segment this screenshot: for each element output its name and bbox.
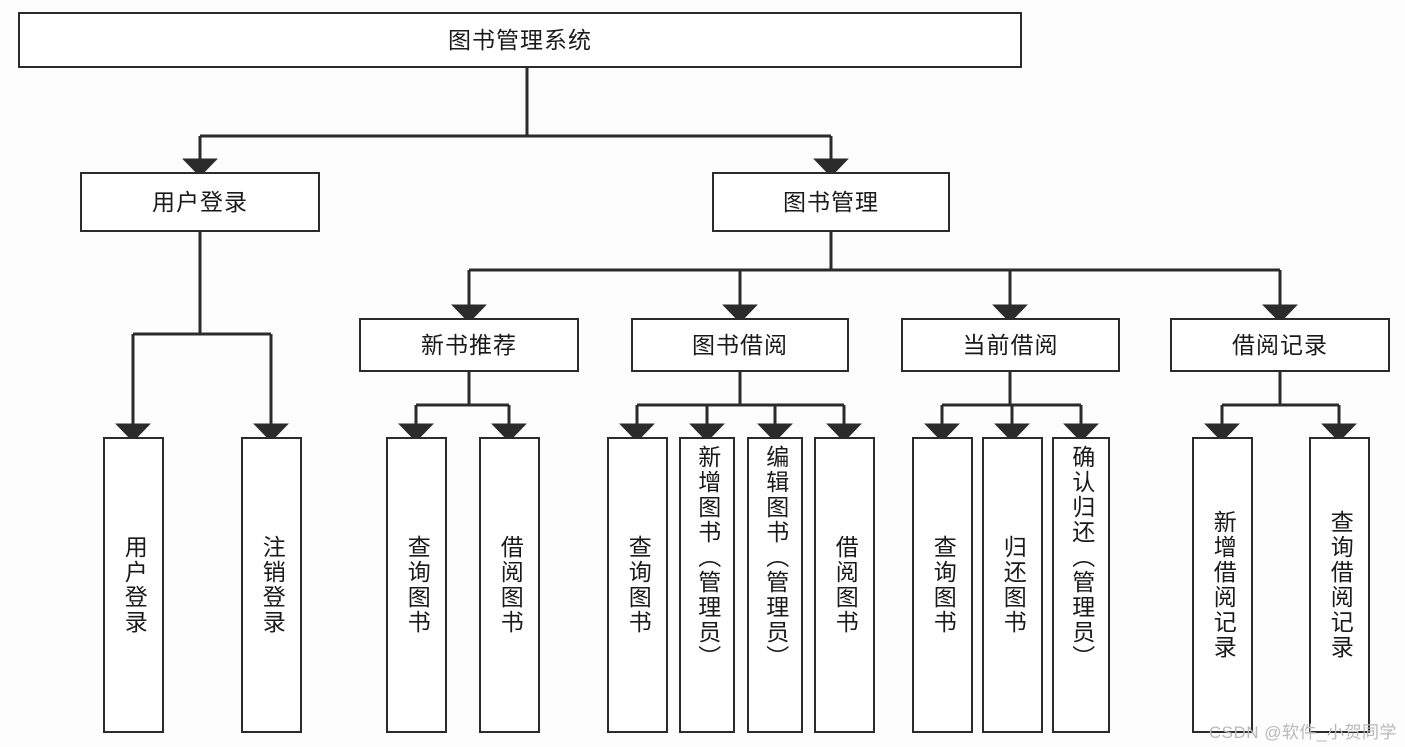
node-leaf-query-record-label: 查询借阅记录 [1327,510,1354,660]
edge-root-to-level2 [182,68,849,177]
node-leaf-confirm-return-label: 确认归还（管理员） [1068,445,1095,670]
node-new-book-rec-label: 新书推荐 [421,331,517,358]
node-leaf-edit-book[interactable]: 编辑图书（管理员） [747,437,803,733]
edge-newbook-to-leaves [398,372,527,442]
node-leaf-add-record-label: 新增借阅记录 [1210,510,1237,660]
node-book-manage-label: 图书管理 [783,188,879,215]
node-root[interactable]: 图书管理系统 [18,12,1022,68]
node-borrow-record[interactable]: 借阅记录 [1170,318,1390,372]
node-book-manage[interactable]: 图书管理 [712,172,950,232]
node-leaf-add-book[interactable]: 新增图书（管理员） [679,437,735,733]
node-user-login[interactable]: 用户登录 [80,172,320,232]
edge-userlogin-to-leaves [115,232,289,442]
node-leaf-query-book-1-label: 查询图书 [404,535,431,635]
node-leaf-user-login-label: 用户登录 [121,535,148,635]
node-leaf-query-book-3[interactable]: 查询图书 [912,437,973,733]
watermark-text: CSDN @软件_小贺同学 [1208,723,1397,742]
node-root-label: 图书管理系统 [448,26,592,53]
node-leaf-borrow-book-2-label: 借阅图书 [832,535,859,635]
node-leaf-add-record[interactable]: 新增借阅记录 [1192,437,1253,733]
edge-borrowrecord-to-leaves [1204,372,1357,442]
node-leaf-return-book-label: 归还图书 [1000,535,1027,635]
node-leaf-logout-label: 注销登录 [259,535,286,635]
node-leaf-confirm-return[interactable]: 确认归还（管理员） [1052,437,1110,733]
node-leaf-add-book-label: 新增图书（管理员） [694,445,721,670]
node-leaf-borrow-book-1-label: 借阅图书 [497,535,524,635]
edge-currentborrow-to-leaves [924,372,1099,442]
node-leaf-query-book-3-label: 查询图书 [930,535,957,635]
node-user-login-label: 用户登录 [152,188,248,215]
edge-bookborrow-to-leaves [619,372,862,442]
node-current-borrow[interactable]: 当前借阅 [901,318,1120,372]
node-book-borrow[interactable]: 图书借阅 [631,318,849,372]
node-leaf-user-login[interactable]: 用户登录 [103,437,164,733]
node-leaf-return-book[interactable]: 归还图书 [982,437,1043,733]
node-new-book-rec[interactable]: 新书推荐 [359,318,579,372]
node-leaf-query-book-2[interactable]: 查询图书 [607,437,668,733]
edge-bookmanage-to-level3 [451,232,1298,323]
node-borrow-record-label: 借阅记录 [1232,331,1328,358]
node-leaf-edit-book-label: 编辑图书（管理员） [762,445,789,670]
node-leaf-query-book-1[interactable]: 查询图书 [386,437,447,733]
node-leaf-query-record[interactable]: 查询借阅记录 [1309,437,1370,733]
node-leaf-logout[interactable]: 注销登录 [241,437,302,733]
node-current-borrow-label: 当前借阅 [962,331,1059,358]
node-leaf-query-book-2-label: 查询图书 [625,535,652,635]
node-leaf-borrow-book-2[interactable]: 借阅图书 [814,437,875,733]
node-leaf-borrow-book-1[interactable]: 借阅图书 [479,437,540,733]
node-book-borrow-label: 图书借阅 [692,331,788,358]
